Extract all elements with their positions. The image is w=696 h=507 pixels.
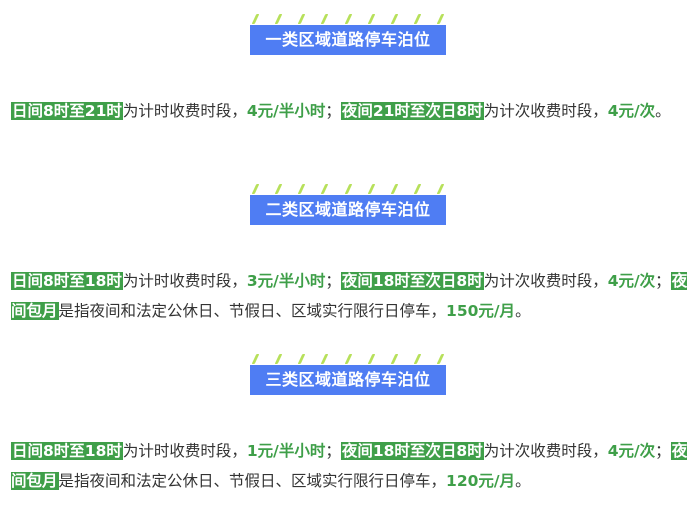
section-title-wrap: 二类区域道路停车泊位 [0, 184, 696, 228]
fee-paragraph: 日间8时至18时为计时收费时段，3元/半小时；夜间18时至次日8时为计次收费时段… [11, 266, 691, 326]
monthly-price: 150元/月 [446, 302, 516, 320]
monthly-desc: 是指夜间和法定公休日、节假日、区域实行限行日停车， [58, 472, 447, 490]
day-period-highlight: 日间8时至18时 [11, 272, 123, 290]
fee-paragraph: 日间8时至18时为计时收费时段，1元/半小时；夜间18时至次日8时为计次收费时段… [11, 436, 691, 496]
end-punct: 。 [655, 102, 671, 120]
night-period-highlight: 夜间18时至次日8时 [340, 442, 484, 460]
separator: ； [325, 442, 341, 460]
day-price: 1元/半小时 [246, 442, 326, 460]
end-punct: 。 [515, 472, 531, 490]
day-desc: 为计时收费时段， [122, 272, 247, 290]
night-price: 4元/次 [607, 102, 656, 120]
night-desc: 为计次收费时段， [483, 102, 608, 120]
section-title-wrap: 一类区域道路停车泊位 [0, 14, 696, 58]
day-price: 4元/半小时 [246, 102, 326, 120]
day-price: 3元/半小时 [246, 272, 326, 290]
section-title: 一类区域道路停车泊位 [250, 25, 446, 55]
separator: ； [655, 442, 671, 460]
night-period-highlight: 夜间18时至次日8时 [340, 272, 484, 290]
monthly-desc: 是指夜间和法定公休日、节假日、区域实行限行日停车， [58, 302, 447, 320]
day-desc: 为计时收费时段， [122, 442, 247, 460]
section-class-1: 一类区域道路停车泊位 日间8时至21时为计时收费时段，4元/半小时；夜间21时至… [0, 14, 696, 120]
separator: ； [325, 102, 341, 120]
end-punct: 。 [515, 302, 531, 320]
night-period-highlight: 夜间21时至次日8时 [340, 102, 484, 120]
separator: ； [655, 272, 671, 290]
night-desc: 为计次收费时段， [483, 272, 608, 290]
fee-paragraph: 日间8时至21时为计时收费时段，4元/半小时；夜间21时至次日8时为计次收费时段… [11, 96, 691, 126]
section-title: 三类区域道路停车泊位 [250, 365, 446, 395]
day-period-highlight: 日间8时至21时 [11, 102, 123, 120]
monthly-price: 120元/月 [446, 472, 516, 490]
section-class-2: 二类区域道路停车泊位 日间8时至18时为计时收费时段，3元/半小时；夜间18时至… [0, 184, 696, 320]
day-period-highlight: 日间8时至18时 [11, 442, 123, 460]
section-title-wrap: 三类区域道路停车泊位 [0, 354, 696, 398]
section-class-3: 三类区域道路停车泊位 日间8时至18时为计时收费时段，1元/半小时；夜间18时至… [0, 354, 696, 490]
night-price: 4元/次 [607, 442, 656, 460]
separator: ； [325, 272, 341, 290]
night-price: 4元/次 [607, 272, 656, 290]
section-title: 二类区域道路停车泊位 [250, 195, 446, 225]
day-desc: 为计时收费时段， [122, 102, 247, 120]
night-desc: 为计次收费时段， [483, 442, 608, 460]
